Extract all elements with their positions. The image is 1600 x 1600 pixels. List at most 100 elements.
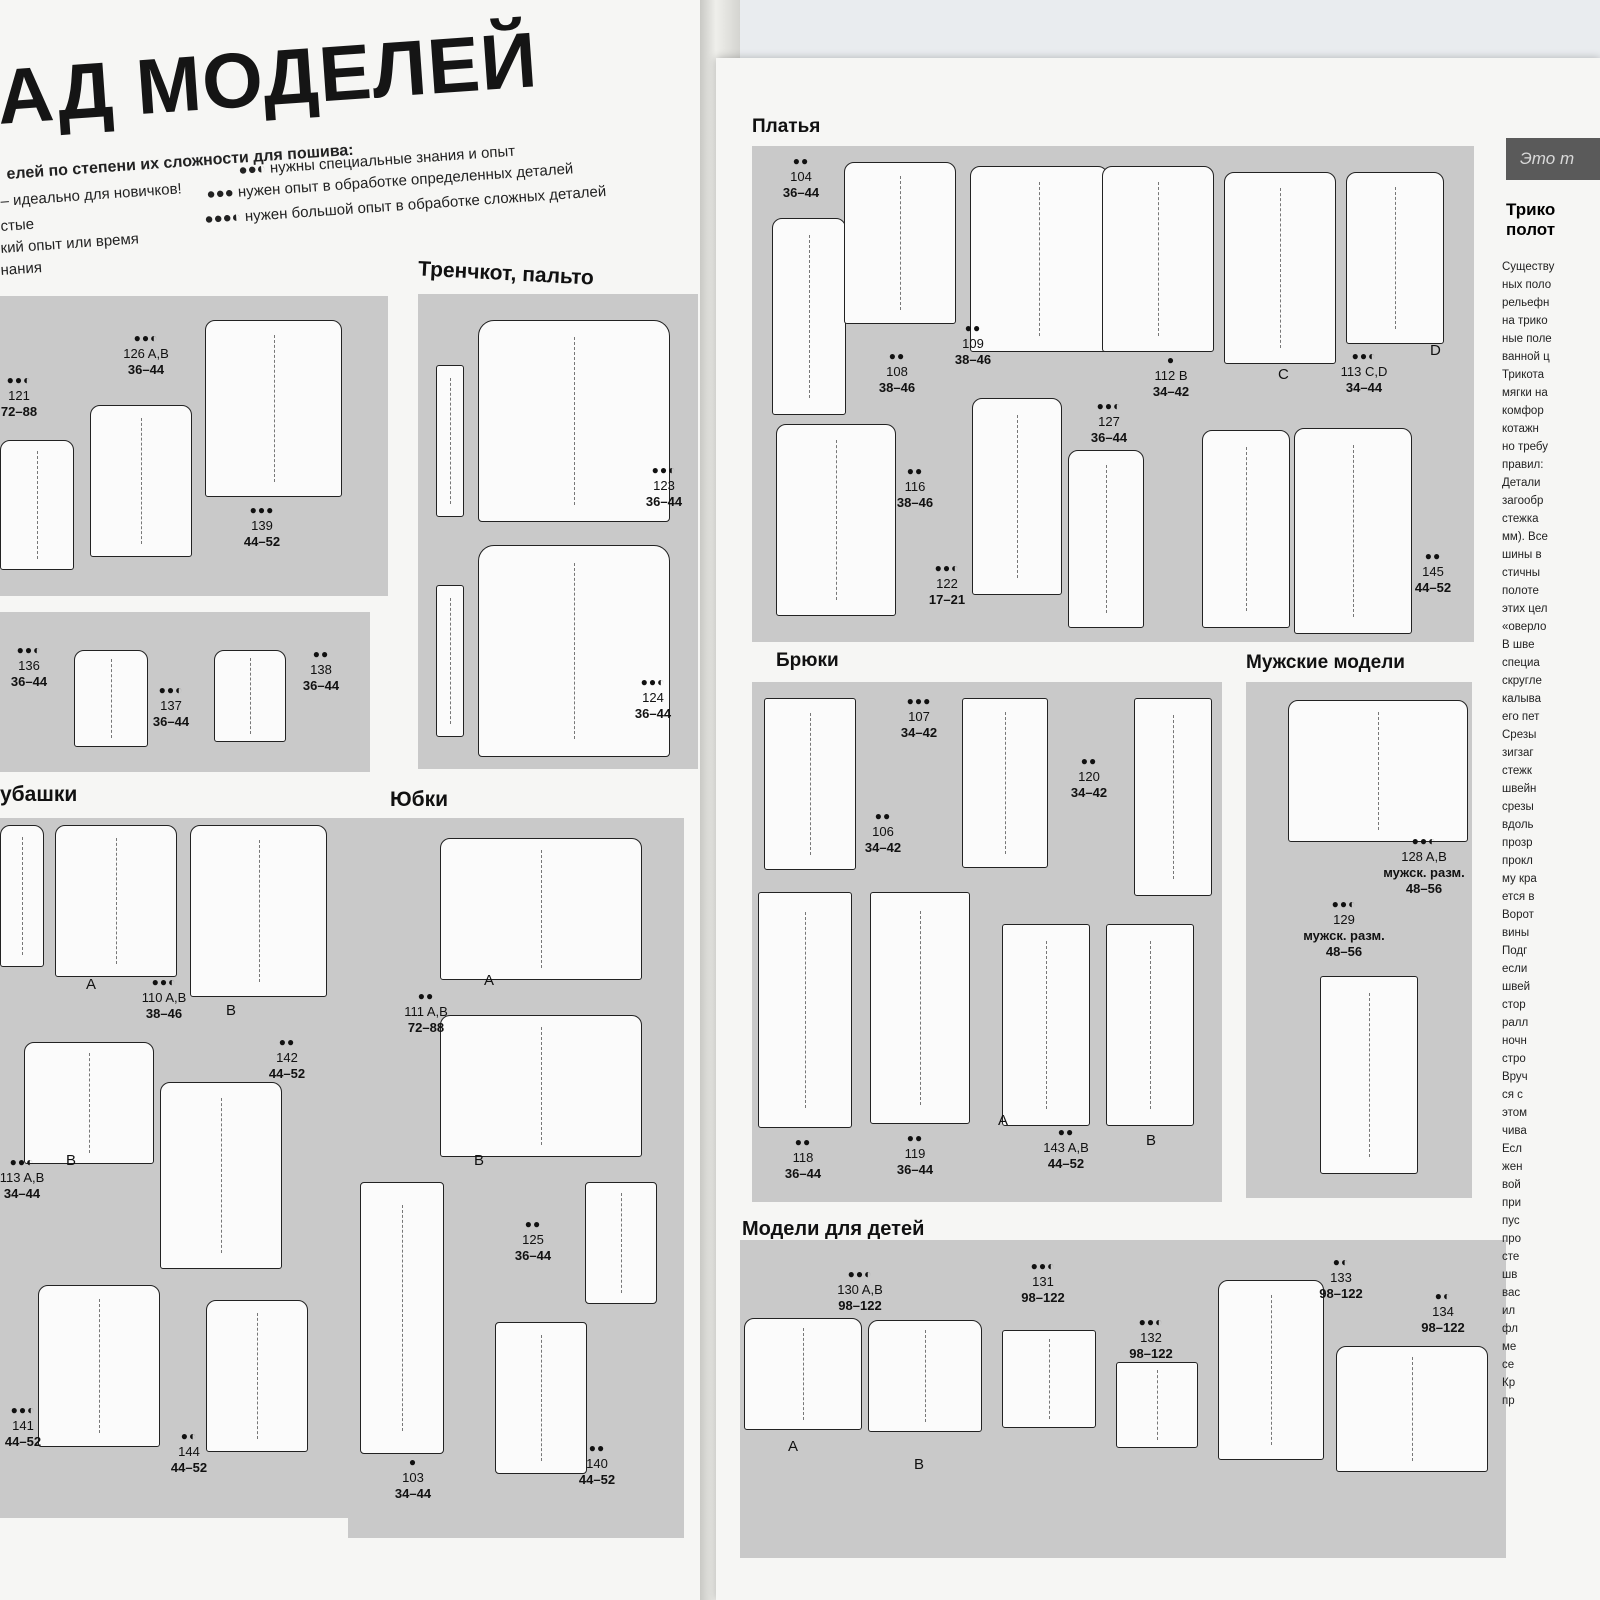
sidebar-text-line: на трико	[1502, 315, 1548, 327]
model-number: 120	[1078, 769, 1100, 784]
model-number: 108	[886, 364, 908, 379]
legend-line: кий опыт или время	[0, 230, 140, 257]
sidebar-text-line: ил	[1502, 1305, 1516, 1317]
difficulty-dots-icon: ●●◐	[640, 675, 666, 689]
model-number: 139	[251, 518, 273, 533]
sidebar-text-line: ных поло	[1502, 279, 1552, 291]
model-number: 137	[160, 698, 182, 713]
garment-drawing	[744, 1318, 862, 1430]
sidebar-text-line: полоте	[1502, 585, 1539, 597]
model-sizes: 36–44	[514, 1248, 552, 1263]
garment-drawing	[206, 1300, 308, 1452]
sidebar-text-line: швейн	[1502, 783, 1537, 795]
model-sizes: 34–42	[1152, 384, 1190, 399]
model-sizes: 38–46	[896, 495, 934, 510]
model-sizes: 98–122	[1021, 1290, 1065, 1305]
difficulty-dots-icon: ●●◐	[847, 1267, 873, 1281]
difficulty-dots-icon: ●●	[588, 1441, 606, 1455]
garment-drawing	[1224, 172, 1336, 364]
garment-drawing	[1294, 428, 1412, 634]
sidebar-text-line: но требу	[1502, 441, 1548, 453]
difficulty-dots-icon: ●●◐	[151, 975, 177, 989]
model-number: 141	[12, 1418, 34, 1433]
model-sizes: 36–44	[1090, 430, 1128, 445]
garment-drawing	[436, 365, 464, 517]
difficulty-dots-icon: ●●◐	[1030, 1259, 1056, 1273]
sidebar-text-line: стор	[1502, 999, 1526, 1011]
model-number: 109	[962, 336, 984, 351]
model-number: 133	[1330, 1270, 1352, 1285]
model-sizes: 34–42	[900, 725, 938, 740]
variant-letter: B	[1146, 1132, 1157, 1149]
difficulty-dots-icon: ●●	[906, 1131, 924, 1145]
model-sizes: 36–44	[10, 674, 48, 689]
garment-drawing	[868, 1320, 982, 1432]
difficulty-dots-icon: ●	[1166, 353, 1176, 367]
difficulty-dots-icon: ●●	[524, 1217, 542, 1231]
model-sizes: 44–52	[170, 1460, 208, 1475]
garment-drawing	[1288, 700, 1468, 842]
sidebar-text-line: Подг	[1502, 945, 1528, 957]
model-sizes: 98–122	[1421, 1320, 1465, 1335]
difficulty-dots-icon: ●●◐	[10, 1403, 36, 1417]
section-title-pants: Брюки	[776, 650, 839, 671]
garment-drawing	[495, 1322, 587, 1474]
garment-drawing	[24, 1042, 154, 1164]
difficulty-dots-icon: ●●◐	[6, 373, 32, 387]
model-number: 140	[586, 1456, 608, 1471]
difficulty-dots-icon: ●●	[964, 321, 982, 335]
model-number: 103	[402, 1470, 424, 1485]
difficulty-dots-icon: ●●	[312, 647, 330, 661]
sidebar-text-line: зигзаг	[1502, 747, 1534, 759]
sidebar-text-line: загообр	[1502, 495, 1544, 507]
garment-drawing	[478, 320, 670, 522]
sidebar-text-line: се	[1502, 1359, 1515, 1371]
model-sizes: 98–122	[838, 1298, 882, 1313]
sidebar-text-line: при	[1502, 1197, 1522, 1209]
garment-drawing	[1320, 976, 1418, 1174]
garment-drawing	[764, 698, 856, 870]
model-number: 107	[908, 709, 930, 724]
garment-drawing	[844, 162, 956, 324]
sidebar-text-line: скругле	[1502, 675, 1542, 687]
variant-letter: A	[788, 1438, 799, 1455]
model-sizes: 34–44	[1345, 380, 1383, 395]
sidebar-text-line: если	[1502, 963, 1528, 975]
model-sizes: 36–44	[896, 1162, 934, 1177]
sidebar-text-line: его пет	[1502, 711, 1540, 723]
difficulty-dots-icon: ●●	[794, 1135, 812, 1149]
sidebar-text-line: вас	[1502, 1287, 1521, 1299]
variant-letter: B	[66, 1152, 77, 1169]
sidebar-text-line: пус	[1502, 1215, 1520, 1227]
model-sizes: 38–46	[954, 352, 992, 367]
model-number: 119	[904, 1146, 926, 1161]
difficulty-dots-icon: ●●	[278, 1035, 296, 1049]
garment-drawing	[870, 892, 970, 1124]
model-sizes: 38–46	[145, 1006, 183, 1021]
sidebar-text-line: му кра	[1502, 873, 1537, 885]
garment-drawing	[0, 440, 74, 570]
sidebar-text-line: жен	[1502, 1161, 1523, 1173]
difficulty-dots-icon: ●●◐	[16, 643, 42, 657]
sidebar-text-line: «оверло	[1502, 621, 1547, 633]
model-number: 132	[1140, 1330, 1162, 1345]
legend-line: стые	[0, 215, 35, 235]
difficulty-dots-icon: ●●●	[906, 694, 932, 708]
legend-line: – идеально для новичков!	[0, 180, 183, 210]
model-number: 111 A,B	[404, 1004, 448, 1019]
sidebar-text-line: Ворот	[1502, 909, 1534, 921]
garment-drawing	[160, 1082, 282, 1269]
sidebar-text-line: Вруч	[1502, 1071, 1528, 1083]
